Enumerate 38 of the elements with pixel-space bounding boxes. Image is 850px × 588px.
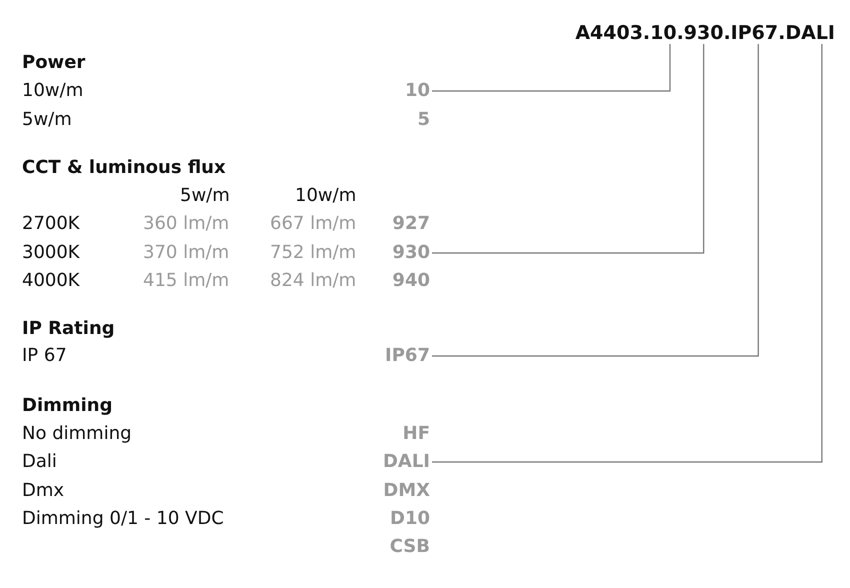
flux-value: 360 lm/m — [143, 213, 230, 235]
leader-line — [432, 44, 822, 463]
code-value: 5 — [417, 109, 430, 131]
code-value: IP67 — [385, 345, 430, 367]
flux-value: 824 lm/m — [270, 270, 356, 292]
leader-line — [432, 44, 671, 92]
row-label: 5w/m — [22, 109, 72, 131]
section-heading: IP Rating — [22, 318, 115, 340]
row-label: 2700K — [22, 213, 80, 235]
row-label: 10w/m — [22, 80, 84, 102]
flux-value: 752 lm/m — [270, 242, 356, 264]
flux-value: 370 lm/m — [143, 242, 230, 264]
row-label: Dmx — [22, 480, 64, 502]
flux-value: 667 lm/m — [270, 213, 356, 235]
row-label: Dimming 0/1 - 10 VDC — [22, 508, 224, 530]
row-label: Dali — [22, 451, 57, 473]
row-label: IP 67 — [22, 345, 67, 367]
row-label: 3000K — [22, 242, 80, 264]
code-value: DMX — [383, 480, 430, 502]
row-label: No dimming — [22, 423, 132, 445]
column-header: 10w/m — [295, 185, 356, 207]
code-value: 927 — [392, 213, 430, 235]
section-heading: Power — [22, 52, 86, 74]
product-code: A4403.10.930.IP67.DALI — [575, 22, 835, 44]
code-value: 10 — [404, 80, 430, 102]
row-label: 4000K — [22, 270, 80, 292]
flux-value: 415 lm/m — [143, 270, 230, 292]
code-value: D10 — [390, 508, 430, 530]
section-heading: CCT & luminous flux — [22, 157, 226, 179]
leader-line — [432, 44, 759, 357]
code-value: 930 — [392, 242, 430, 264]
leader-line — [432, 44, 704, 254]
section-heading: Dimming — [22, 395, 112, 417]
code-value: CSB — [390, 536, 430, 558]
code-value: 940 — [392, 270, 430, 292]
code-value: DALI — [382, 451, 430, 473]
code-value: HF — [402, 423, 430, 445]
column-header: 5w/m — [180, 185, 230, 207]
